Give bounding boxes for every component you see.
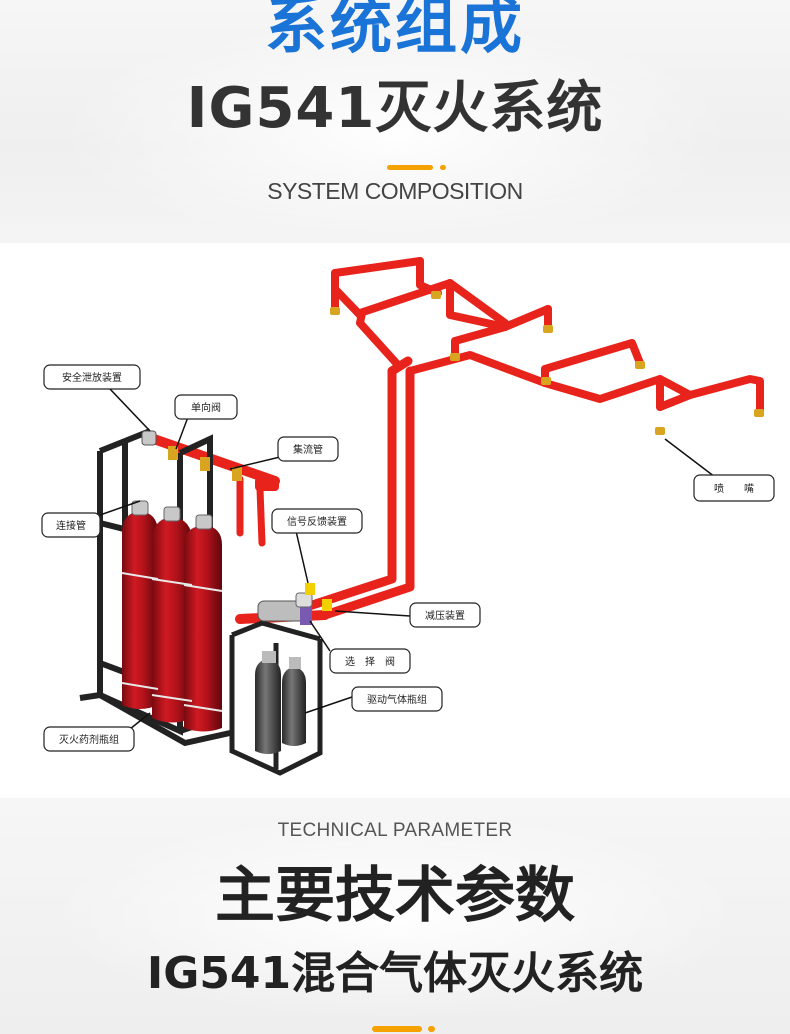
svg-text:连接管: 连接管 xyxy=(56,519,86,532)
svg-text:喷 嘴: 喷 嘴 xyxy=(714,483,754,495)
callout-agent-cylinders: 灭火药剂瓶组 xyxy=(43,712,151,752)
callout-manifold: 集流管 xyxy=(229,436,339,470)
svg-text:驱动气体瓶组: 驱动气体瓶组 xyxy=(367,693,427,706)
callout-nozzle: 喷 嘴 xyxy=(664,438,775,502)
callout-driver-gas: 驱动气体瓶组 xyxy=(304,686,443,714)
nozzles xyxy=(330,291,764,435)
callout-selector-valve: 选 择 阀 xyxy=(309,620,411,674)
pipe-network xyxy=(143,257,764,624)
system-diagram: 安全泄放装置 单向阀 集流管 连接管 信号反馈装置 减压装置 xyxy=(0,243,790,798)
section-title: 系统组成 xyxy=(264,0,525,62)
callout-signal-feedback: 信号反馈装置 xyxy=(271,508,363,584)
driver-gas-rack xyxy=(229,620,323,776)
svg-text:信号反馈装置: 信号反馈装置 xyxy=(287,515,347,528)
header-glow xyxy=(0,0,790,243)
header-section: 系统组成 IG541灭火系统 SYSTEM COMPOSITION xyxy=(0,0,790,243)
svg-text:安全泄放装置: 安全泄放装置 xyxy=(62,371,122,384)
section-subtitle-en: SYSTEM COMPOSITION xyxy=(267,178,523,204)
callout-safety-release: 安全泄放装置 xyxy=(43,364,151,432)
svg-text:选 择 阀: 选 择 阀 xyxy=(345,655,395,668)
footer-accent-bar xyxy=(372,1026,422,1032)
callouts: 安全泄放装置 单向阀 集流管 连接管 信号反馈装置 减压装置 xyxy=(41,364,775,752)
technical-parameter-subtitle: IG541混合气体灭火系统 xyxy=(146,948,644,999)
callout-connecting-pipe: 连接管 xyxy=(41,500,141,538)
svg-text:灭火药剂瓶组: 灭火药剂瓶组 xyxy=(59,733,119,746)
svg-text:单向阀: 单向阀 xyxy=(191,401,221,414)
manifold-head xyxy=(141,430,279,491)
footer-accent-dot xyxy=(428,1026,435,1032)
technical-parameter-title: 主要技术参数 xyxy=(215,861,575,931)
agent-cylinders xyxy=(121,500,223,732)
technical-parameter-en: TECHNICAL PARAMETER xyxy=(277,820,513,841)
svg-text:减压装置: 减压装置 xyxy=(425,609,465,622)
technical-parameter-section: TECHNICAL PARAMETER 主要技术参数 IG541混合气体灭火系统 xyxy=(0,798,790,1034)
callout-pressure-reducer: 减压装置 xyxy=(334,602,481,628)
selector-valve xyxy=(257,583,332,625)
callout-check-valve: 单向阀 xyxy=(174,394,238,450)
accent-bar xyxy=(387,165,433,170)
footer-glow xyxy=(0,798,790,1034)
svg-text:集流管: 集流管 xyxy=(293,443,323,456)
accent-dot xyxy=(440,165,446,170)
section-subtitle-cn: IG541灭火系统 xyxy=(186,76,604,141)
